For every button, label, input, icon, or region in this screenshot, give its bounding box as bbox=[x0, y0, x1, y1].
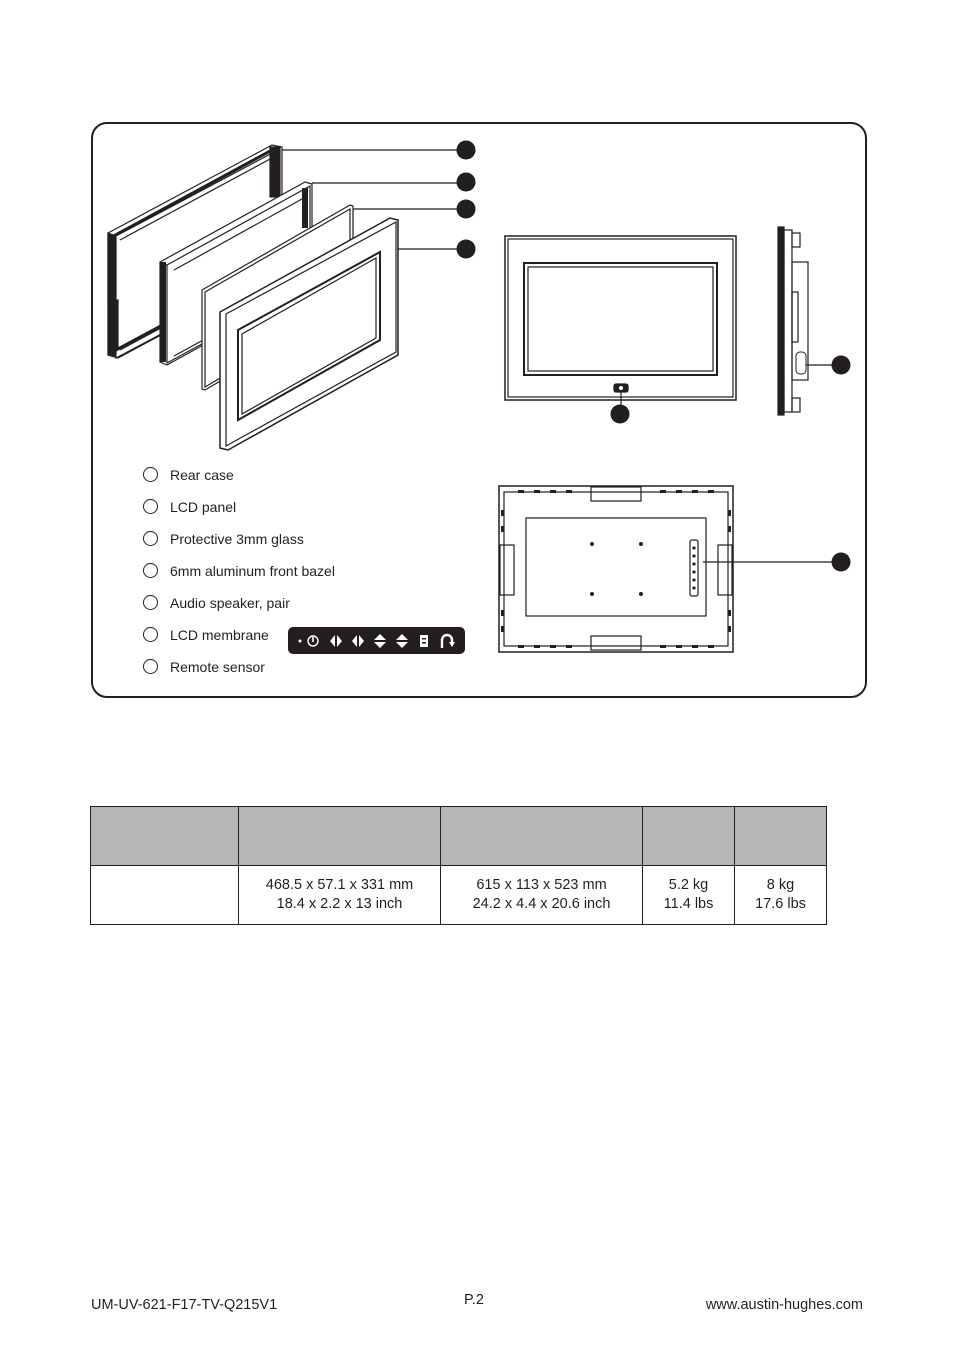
table-row: 468.5 x 57.1 x 331 mm 18.4 x 2.2 x 13 in… bbox=[90, 865, 827, 925]
website-link[interactable]: www.austin-hughes.com bbox=[705, 1297, 863, 1313]
table-cell: 468.5 x 57.1 x 331 mm 18.4 x 2.2 x 13 in… bbox=[238, 865, 441, 925]
table-cell bbox=[90, 865, 239, 925]
cell-line: 615 x 113 x 523 mm bbox=[476, 877, 607, 893]
legend-marker bbox=[143, 531, 158, 546]
dimensions-table: 468.5 x 57.1 x 331 mm 18.4 x 2.2 x 13 in… bbox=[90, 806, 827, 925]
page-number: P.2 bbox=[464, 1292, 484, 1308]
table-cell: 615 x 113 x 523 mm 24.2 x 4.4 x 20.6 inc… bbox=[440, 865, 643, 925]
table-cell: 5.2 kg 11.4 lbs bbox=[642, 865, 735, 925]
callout-dot-3 bbox=[456, 199, 476, 219]
legend-marker bbox=[143, 595, 158, 610]
callout-dot-4 bbox=[456, 239, 476, 259]
document-code: UM-UV-621-F17-TV-Q215V1 bbox=[91, 1297, 278, 1313]
cell-line: 8 kg bbox=[766, 877, 795, 893]
left-right-icon bbox=[352, 635, 364, 647]
legend-label: Remote sensor bbox=[170, 659, 265, 675]
front-view-drawing bbox=[504, 235, 737, 412]
cell-line: 5.2 kg bbox=[668, 877, 709, 893]
legend-label: Protective 3mm glass bbox=[170, 531, 304, 547]
legend-label: Audio speaker, pair bbox=[170, 595, 290, 611]
table-header-row bbox=[90, 806, 827, 866]
legend-label: LCD membrane bbox=[170, 627, 269, 643]
cell-line: 24.2 x 4.4 x 20.6 inch bbox=[472, 896, 611, 912]
cell-line: 11.4 lbs bbox=[663, 896, 714, 912]
callout-dot-front bbox=[610, 404, 630, 424]
sensor-dot-icon bbox=[298, 639, 302, 643]
table-header-cell bbox=[238, 806, 441, 866]
menu-icon bbox=[420, 635, 428, 647]
legend-label: 6mm aluminum front bazel bbox=[170, 563, 335, 579]
legend-marker bbox=[143, 627, 158, 642]
table-header-cell bbox=[734, 806, 827, 866]
callout-dot-side bbox=[831, 355, 851, 375]
cell-line: 468.5 x 57.1 x 331 mm bbox=[265, 877, 414, 893]
lcd-membrane-keypad bbox=[288, 627, 465, 654]
table-cell: 8 kg 17.6 lbs bbox=[734, 865, 827, 925]
power-icon bbox=[307, 635, 319, 647]
legend-label: Rear case bbox=[170, 467, 234, 483]
product-diagram bbox=[107, 140, 851, 654]
callout-dot-rear bbox=[831, 552, 851, 572]
legend-marker bbox=[143, 659, 158, 674]
legend-label: LCD panel bbox=[170, 499, 237, 515]
side-view-drawing bbox=[777, 226, 840, 416]
legend-marker bbox=[143, 499, 158, 514]
cell-line: 17.6 lbs bbox=[755, 896, 806, 912]
table-header-cell bbox=[90, 806, 239, 866]
legend-marker bbox=[143, 467, 158, 482]
left-right-icon bbox=[330, 635, 342, 647]
diagram-frame bbox=[91, 122, 867, 698]
front-bezel-drawing bbox=[219, 217, 399, 451]
table-header-cell bbox=[642, 806, 735, 866]
callout-dot-2 bbox=[456, 172, 476, 192]
back-icon bbox=[440, 633, 454, 648]
rear-view-drawing bbox=[498, 485, 840, 653]
legend-marker bbox=[143, 563, 158, 578]
up-down-icon bbox=[374, 634, 386, 648]
cell-line: 18.4 x 2.2 x 13 inch bbox=[276, 896, 403, 912]
callout-dot-1 bbox=[456, 140, 476, 160]
table-header-cell bbox=[440, 806, 643, 866]
up-down-icon bbox=[396, 634, 408, 648]
